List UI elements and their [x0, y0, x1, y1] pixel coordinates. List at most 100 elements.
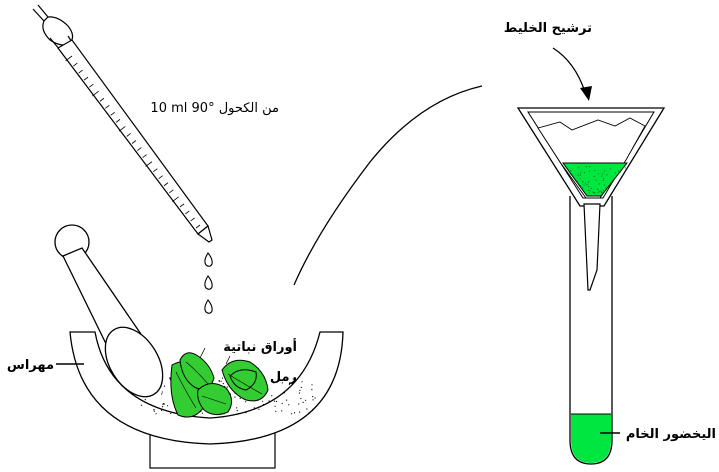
sand-grain — [302, 401, 304, 403]
graduation-mark — [179, 203, 185, 208]
filtrate-speck — [602, 173, 604, 175]
filtrate-speck — [589, 190, 591, 192]
graduation-mark — [78, 69, 83, 74]
sand-grain — [153, 410, 155, 412]
sand-grain — [301, 381, 303, 383]
filtrate-speck — [610, 181, 612, 184]
filtrate-speck — [588, 192, 590, 194]
graduation-mark — [126, 133, 131, 137]
sand-grain — [161, 393, 163, 395]
sand-grain — [167, 405, 169, 407]
sand-grain — [273, 382, 275, 384]
sand-grain — [262, 403, 265, 406]
sand-grain — [153, 409, 155, 411]
drop-icon — [204, 275, 213, 290]
sand-label: رمل — [270, 370, 297, 385]
filtrate-speck — [593, 175, 595, 178]
filtrate-speck — [579, 185, 582, 187]
sand-grain — [286, 399, 288, 401]
sand-grain — [245, 401, 247, 403]
sand-grain — [220, 380, 222, 382]
sand-grain — [161, 391, 163, 393]
sand-grain — [275, 410, 277, 412]
filtrate-speck — [617, 170, 620, 172]
sand-grain — [293, 412, 296, 414]
pipette-icon — [32, 4, 213, 243]
leaf-icon — [229, 369, 257, 391]
filtrate-speck — [605, 186, 607, 188]
filtrate-speck — [600, 190, 602, 192]
sand-grain — [221, 377, 224, 379]
sand-grain — [161, 409, 163, 411]
sand-grain — [312, 395, 314, 398]
sand-grain — [218, 380, 220, 382]
sand-grain — [144, 399, 146, 401]
graduation-mark — [145, 161, 153, 167]
graduation-mark — [131, 140, 137, 144]
sand-grain — [290, 413, 293, 415]
graduation-mark — [118, 126, 126, 132]
filtrate-speck — [606, 174, 608, 176]
graduation-mark — [185, 210, 190, 215]
filtrate-speck — [609, 183, 611, 185]
graduation-mark — [65, 55, 73, 62]
filtrate-speck — [602, 179, 605, 182]
plant-leaves — [170, 352, 269, 418]
drop-icon — [204, 252, 213, 267]
filtrate-speck — [604, 170, 606, 172]
sand-grain — [253, 407, 255, 409]
filtrate-speck — [588, 170, 591, 172]
filtrate-speck — [595, 179, 597, 181]
sand-grain — [239, 397, 241, 399]
filtrate-speck — [576, 180, 579, 182]
sand-grain — [305, 399, 307, 401]
funnel-icon — [516, 107, 666, 291]
leaf-icon — [197, 383, 232, 416]
leaf-icon — [179, 352, 215, 390]
filtrate-speck — [582, 181, 584, 183]
filtrate-speck — [598, 183, 600, 185]
filtrate-speck — [596, 188, 598, 190]
sand-grain — [298, 392, 301, 394]
filter-label: ترشيح الخليط — [504, 21, 592, 36]
sand-grain — [299, 389, 301, 391]
sand-grain — [266, 402, 268, 404]
filtrate-speck — [580, 172, 582, 174]
filtrate-speck — [624, 167, 626, 169]
filtrate-speck — [582, 187, 584, 189]
sand-grain — [163, 385, 166, 387]
filtrate-speck — [619, 171, 621, 173]
sand-grain — [288, 383, 290, 385]
leaves-label: أوراق نباتية — [223, 338, 297, 355]
sand-grain — [312, 408, 314, 411]
sand-grain — [150, 404, 152, 406]
sand-grain — [226, 386, 228, 388]
filtrate-speck — [603, 177, 605, 179]
filtrate-speck — [593, 192, 595, 194]
filtrate-speck — [597, 173, 600, 175]
filtrate-speck — [590, 187, 592, 189]
filtrate-speck — [597, 192, 599, 194]
sand-grain — [236, 407, 238, 409]
sand-grain — [300, 386, 302, 389]
filtrate-speck — [601, 191, 603, 194]
filtrate-speck — [587, 189, 589, 191]
filtrate-speck — [603, 184, 606, 186]
sand-grain — [201, 412, 203, 414]
graduation-mark — [172, 196, 179, 202]
pestle-icon — [54, 224, 164, 398]
filtrate-speck — [594, 169, 596, 172]
filtrate-speck — [569, 174, 571, 176]
sand-grain — [163, 402, 165, 405]
filtrate-speck — [579, 178, 581, 180]
sand-grain — [308, 412, 310, 414]
sand-grain — [314, 397, 316, 399]
graduation-mark — [163, 182, 169, 187]
filtrate-speck — [609, 168, 611, 170]
connector-curve — [293, 85, 483, 286]
filtrate-speck — [614, 172, 617, 174]
sand-grain — [162, 403, 164, 405]
sand-grain — [291, 382, 293, 384]
filtrate-speck — [570, 169, 572, 172]
filtrate-speck — [592, 191, 594, 193]
